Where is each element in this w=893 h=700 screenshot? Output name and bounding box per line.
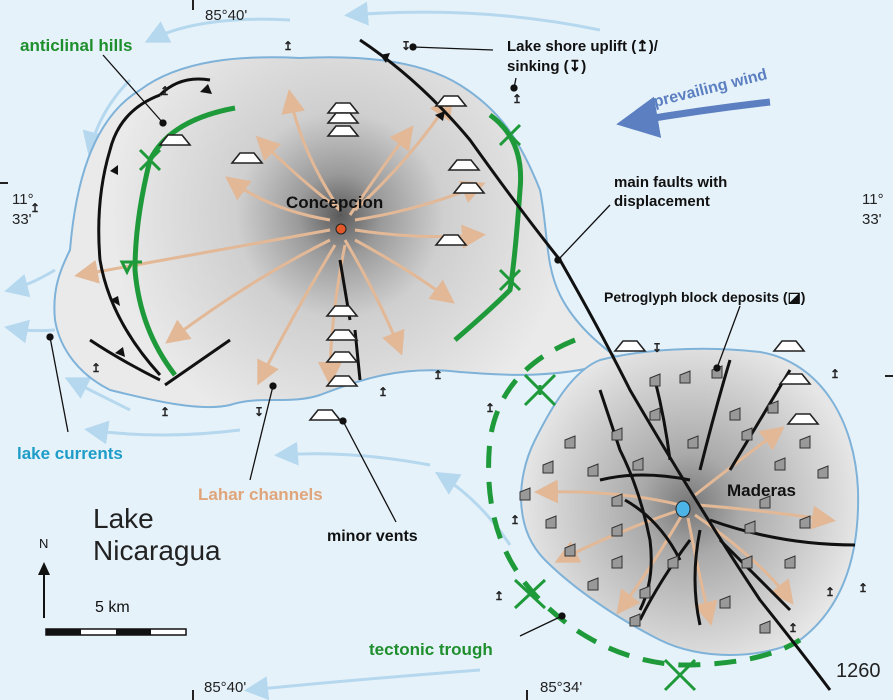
trough-symbol-icon — [513, 373, 697, 692]
north-arrow-icon: N — [38, 536, 50, 618]
maderas-label: Maderas — [727, 481, 796, 500]
coord-left-lat-deg: 11° — [12, 191, 34, 208]
svg-text:↧: ↧ — [652, 341, 662, 355]
figure-number: 1260 — [836, 660, 881, 682]
anticlinal-hills — [132, 105, 524, 377]
faults-label-1: main faults with — [614, 174, 727, 191]
svg-text:↥: ↥ — [494, 589, 504, 603]
svg-text:↥: ↥ — [485, 401, 495, 415]
anticline-symbol-icon — [119, 123, 522, 292]
anticlinal-label: anticlinal hills — [20, 36, 132, 55]
shore-uplift-label-1: Lake shore uplift (↥)/ — [507, 38, 659, 55]
svg-text:↥: ↥ — [160, 84, 170, 98]
svg-text:↥: ↥ — [788, 621, 798, 635]
concepcion-vent — [335, 223, 347, 235]
coord-right-lat-deg: 11° — [862, 191, 884, 208]
lake-currents — [4, 1, 601, 700]
vent-cone-icon — [158, 95, 820, 425]
coord-bottom-right: 85°34' — [540, 679, 582, 696]
leader-lines — [46, 43, 741, 637]
tectonic-trough — [486, 337, 802, 668]
north-label: N — [39, 536, 48, 551]
petroglyph-label: Petroglyph block deposits (◪) — [604, 289, 805, 305]
maderas-island — [520, 347, 860, 656]
svg-text:↥: ↥ — [825, 585, 835, 599]
faults-label-2: displacement — [614, 193, 710, 210]
lake-currents-label: lake currents — [17, 444, 123, 463]
fault-teeth — [110, 53, 445, 357]
svg-text:↧: ↧ — [254, 405, 264, 419]
minor-vents-label: minor vents — [327, 528, 418, 545]
svg-text:↥: ↥ — [378, 385, 388, 399]
lake-name-2: Nicaragua — [93, 535, 221, 566]
wind-arrow-icon — [616, 96, 771, 138]
svg-text:↥: ↥ — [283, 39, 293, 53]
svg-text:↥: ↥ — [830, 367, 840, 381]
scale-label: 5 km — [95, 599, 130, 616]
svg-text:↧: ↧ — [401, 39, 411, 53]
svg-text:↥: ↥ — [30, 201, 40, 215]
shore-uplift-label-2: sinking (↧) — [507, 58, 586, 75]
svg-text:↥: ↥ — [512, 92, 522, 106]
coord-right-lat-min: 33' — [862, 211, 882, 228]
scale-bar-icon: 5 km — [45, 599, 187, 636]
maderas-vent — [675, 500, 691, 518]
uplift-symbol-icon: ↥ ↧ ↥ ↥ ↥ ↥ ↥ ↧ ↥ ↥ ↥ ↥ ↥ ↧ ↥ ↥ ↥ ↥ — [30, 39, 868, 635]
coord-left-lat-min: 33' — [12, 211, 32, 228]
tectonic-label: tectonic trough — [369, 640, 493, 659]
coord-bottom-left: 85°40' — [204, 679, 246, 696]
lake-name-1: Lake — [93, 503, 154, 534]
svg-text:↥: ↥ — [510, 513, 520, 527]
coord-top-left: 85°40' — [205, 7, 247, 24]
concepcion-label: Concepcion — [286, 193, 383, 212]
lahar-label: Lahar channels — [198, 485, 323, 504]
svg-text:↥: ↥ — [160, 405, 170, 419]
faults — [89, 38, 856, 691]
svg-text:↥: ↥ — [433, 368, 443, 382]
svg-text:↥: ↥ — [858, 581, 868, 595]
svg-text:↥: ↥ — [91, 361, 101, 375]
